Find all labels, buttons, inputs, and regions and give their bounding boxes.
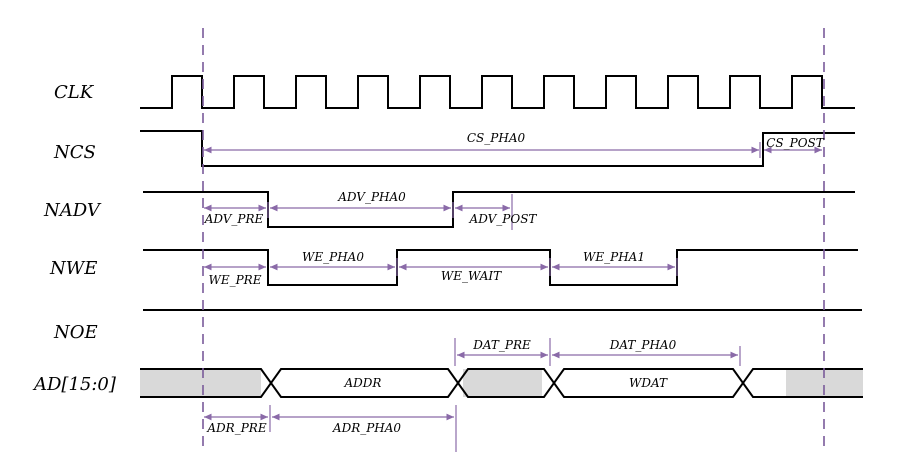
ncs-label: NCS — [53, 142, 96, 163]
ncs-wave — [140, 130, 855, 167]
ad-bus: ADDR WDAT — [140, 368, 863, 398]
nwe-label: NWE — [49, 258, 97, 279]
dat-pha0-text: DAT_PHA0 — [609, 338, 677, 352]
ad-label: AD[15:0] — [32, 374, 117, 395]
we-pha0-text: WE_PHA0 — [302, 250, 364, 264]
bus-addr-label: ADDR — [344, 376, 382, 390]
we-pre-text: WE_PRE — [209, 273, 262, 287]
cs-post-text: CS_POST — [766, 136, 825, 150]
interval-ticks — [267, 142, 761, 452]
nadv-wave — [143, 191, 855, 228]
adv-pha0-text: ADV_PHA0 — [337, 190, 406, 204]
bus-idle-segment — [463, 369, 542, 397]
adr-pre-text: ADR_PRE — [206, 421, 266, 435]
noe-label: NOE — [53, 322, 98, 343]
bus-wdat-label: WDAT — [629, 376, 668, 390]
we-wait-text: WE_WAIT — [441, 269, 502, 283]
adv-pre-text: ADV_PRE — [204, 212, 264, 226]
adr-pha0-text: ADR_PHA0 — [332, 421, 402, 435]
bus-idle-segment — [140, 369, 261, 397]
we-pha1-text: WE_PHA1 — [583, 250, 645, 264]
clk-label: CLK — [54, 82, 95, 103]
cs-pha0-text: CS_PHA0 — [467, 131, 526, 145]
clk-wave — [140, 75, 855, 109]
adv-post-text: ADV_POST — [469, 212, 538, 226]
dat-pre-text: DAT_PRE — [472, 338, 531, 352]
nadv-label: NADV — [43, 200, 102, 221]
